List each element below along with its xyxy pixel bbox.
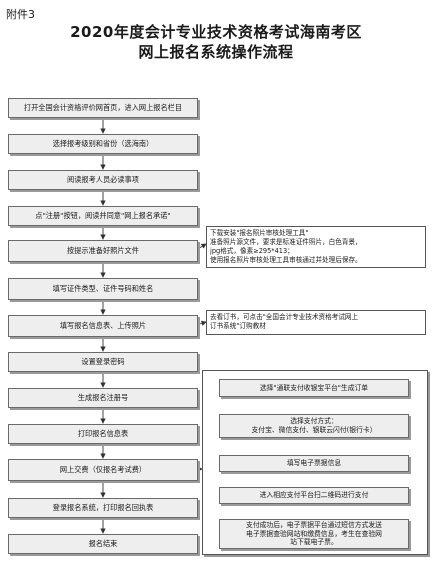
step-label: 网上交费（仅报名考试费） [59, 464, 147, 474]
step-label: 设置登录密码 [81, 356, 125, 366]
payment-step-label: 电子票据查验网站和缴费信息，考生在查验网 [246, 529, 382, 538]
payment-step-generate-order: 选择"通联支付收银宝平台"生成订单 [219, 379, 409, 397]
payment-step-label: 选择支付方式： [290, 417, 338, 426]
step-select-level: 选择报考级别和省份（选海南） [8, 134, 198, 154]
step-generate-number: 生成报名注册号 [8, 388, 198, 408]
step-finish: 报名结束 [8, 534, 198, 554]
step-pay-online: 网上交费（仅报名考试费） [8, 459, 198, 481]
step-label: 点"注册"按钮，阅读并同意"网上报名承诺" [35, 210, 171, 220]
note-line: 下载安装"报名照片审核处理工具" [210, 229, 309, 237]
step-label: 打开全国会计资格评价网首页，进入网上报名栏目 [23, 102, 183, 112]
step-label: 生成报名注册号 [77, 392, 129, 402]
payment-step-label: 选择"通联支付收银宝平台"生成订单 [259, 383, 369, 392]
payment-step-label: 支付成功后，电子票据平台通过短信方式发送 [246, 520, 382, 529]
note-line: jpg格式，像素≥295*413； [210, 246, 294, 255]
payment-step-label: 站下载电子票。 [290, 538, 338, 547]
step-label: 填写证件类型、证件号码和姓名 [52, 283, 154, 293]
step-label: 选择报考级别和省份（选海南） [52, 138, 154, 148]
payment-step-download-invoice: 支付成功后，电子票据平台通过短信方式发送 电子票据查验网站和缴费信息，考生在查验… [219, 519, 409, 549]
step-fill-id: 填写证件类型、证件号码和姓名 [8, 278, 198, 300]
payment-step-choose-method: 选择支付方式： 支付宝、微信支付、银联云闪付(银行卡） [219, 414, 409, 438]
payment-step-scan-qr: 进入相应支付平台扫二维码进行支付 [219, 487, 409, 504]
step-read-notice: 阅读报考人员必读事项 [8, 170, 198, 190]
payment-step-fill-invoice: 填写电子票据信息 [219, 455, 409, 472]
book-order-note: 去看订书，可点击"全国会计专业技术资格考试网上 订书系统"订购教材 [206, 310, 426, 335]
step-label: 打印报名信息表 [77, 428, 129, 438]
step-prepare-photo: 按提示准备好照片文件 [8, 240, 198, 262]
step-open-homepage: 打开全国会计资格评价网首页，进入网上报名栏目 [8, 98, 198, 118]
step-label: 报名结束 [88, 538, 118, 548]
step-label: 填写报名信息表、上传照片 [59, 320, 147, 330]
note-line: 订书系统"订购教材 [210, 321, 266, 330]
step-label: 登录报名系统，打印报名回执表 [52, 502, 154, 512]
payment-step-label: 支付宝、微信支付、银联云闪付(银行卡） [251, 426, 377, 434]
step-fill-form: 填写报名信息表、上传照片 [8, 315, 198, 337]
photo-tool-note: 下载安装"报名照片审核处理工具" 准备照片源文件，要求是标准证件照片，白色背景，… [206, 226, 426, 268]
step-print-receipt: 登录报名系统，打印报名回执表 [8, 498, 198, 518]
annex-label: 附件3 [6, 8, 35, 21]
payment-step-label: 进入相应支付平台扫二维码进行支付 [259, 491, 369, 500]
step-label: 阅读报考人员必读事项 [67, 174, 139, 184]
step-set-password: 设置登录密码 [8, 352, 198, 372]
step-register: 点"注册"按钮，阅读并同意"网上报名承诺" [8, 206, 198, 226]
note-line: 使用报名照片审核处理工具审核通过并处理后保存。 [210, 255, 362, 264]
page-title: 2020年度会计专业技术资格考试海南考区 [70, 23, 362, 41]
step-print-form: 打印报名信息表 [8, 424, 198, 444]
payment-step-label: 填写电子票据信息 [286, 459, 342, 468]
note-line: 去看订书，可点击"全国会计专业技术资格考试网上 [210, 313, 359, 321]
page-subtitle: 网上报名系统操作流程 [138, 43, 294, 61]
step-label: 按提示准备好照片文件 [67, 245, 139, 255]
note-line: 准备照片源文件，要求是标准证件照片，白色背景， [210, 237, 362, 246]
